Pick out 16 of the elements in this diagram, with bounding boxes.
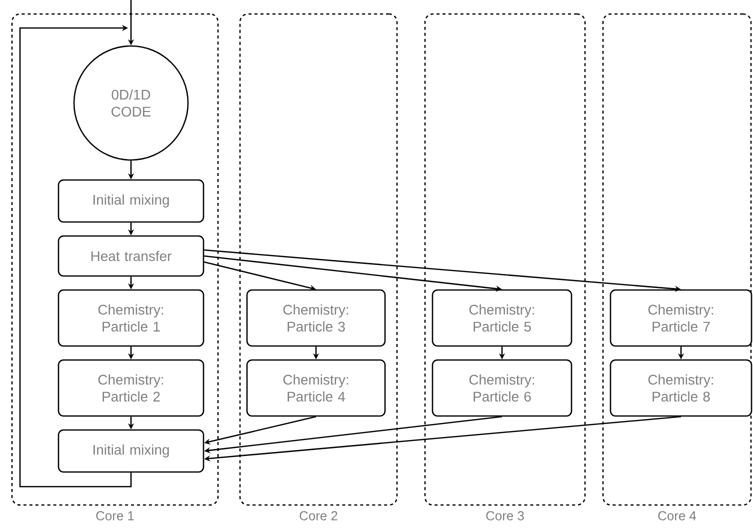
process-box: Initial mixing: [58, 429, 204, 473]
process-box: Chemistry: Particle 7: [610, 289, 752, 347]
node-label: Core 4: [658, 511, 696, 520]
process-box: Chemistry: Particle 4: [246, 359, 386, 417]
process-box: Chemistry: Particle 3: [246, 289, 386, 347]
node-label: Core 2: [300, 511, 338, 520]
process-box: Chemistry: Particle 6: [432, 359, 572, 417]
process-box: Chemistry: Particle 5: [432, 289, 572, 347]
process-box: Chemistry: Particle 1: [58, 289, 204, 347]
process-box: Initial mixing: [58, 179, 204, 223]
node-label: Core 3: [486, 511, 524, 520]
process-box: Chemistry: Particle 2: [58, 359, 204, 417]
arrow: [19, 24, 132, 488]
process-box: Chemistry: Particle 8: [610, 359, 752, 417]
process-box: Heat transfer: [58, 235, 204, 277]
node-label: Core 1: [96, 511, 134, 520]
